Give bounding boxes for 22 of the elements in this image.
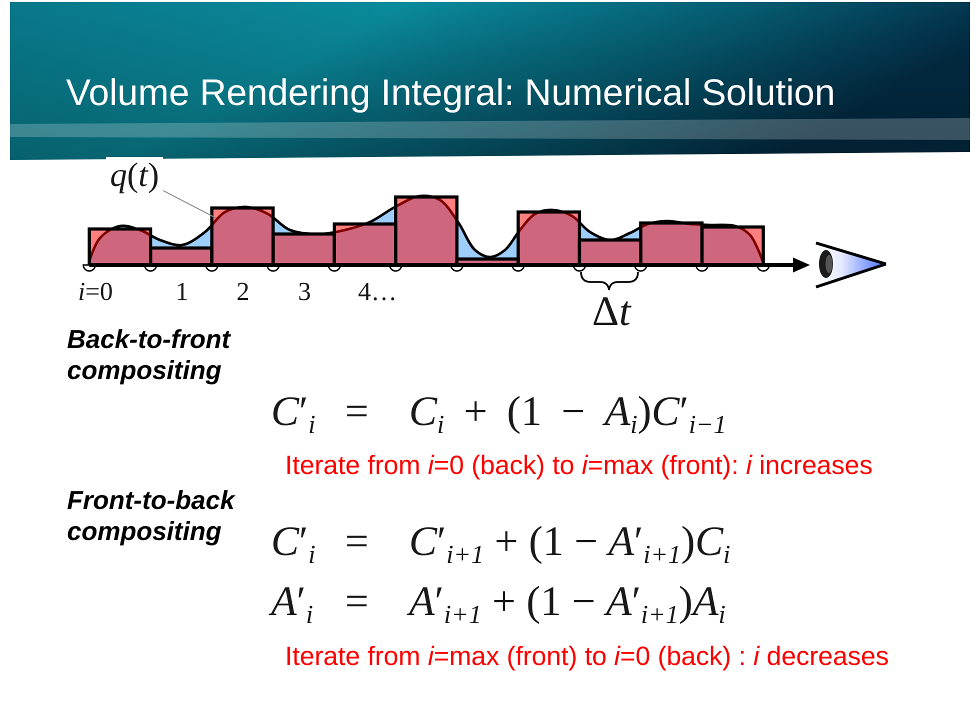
equals-sign: = [345, 519, 369, 566]
sample-index-label: 3 [298, 278, 311, 306]
equation-rhs: A′$_{i+1}$ + (1 − A′$_{i+1}$)A$_{i}$ [409, 579, 726, 626]
equals-sign: = [345, 579, 369, 626]
note-text: Iterate from i=max (front) to i=0 (back) : i decreases [285, 641, 889, 671]
sample-index-label: i=0 [78, 278, 113, 306]
sample-index-label: 1 [176, 278, 188, 306]
sample-index-label: 2 [236, 278, 250, 306]
leader-line [162, 190, 216, 218]
slide-title: Volume Rendering Integral: Numerical Solution [66, 71, 836, 115]
section-heading: Front-to-back compositing [67, 485, 236, 547]
sample-index-label: 4… [358, 278, 397, 306]
equation-rhs: C$_{i}$ + (1 − A$_{i}$)C′$_{i−1}$ [409, 389, 727, 436]
section-heading: Back-to-front compositing [67, 324, 232, 386]
note-text: Iterate from i=0 (back) to i=max (front): i increases [285, 450, 873, 480]
equation-rhs: C′$_{i+1}$ + (1 − A′$_{i+1}$)C$_{i}$ [409, 519, 730, 566]
equation-lhs: C′$_{i}$ [271, 519, 316, 566]
interval-label: Δt [592, 288, 631, 335]
curve-label: q(t) [106, 157, 164, 194]
equation-lhs: C′$_{i}$ [271, 389, 316, 436]
equation-lhs: A′$_{i}$ [271, 579, 314, 626]
equals-sign: = [345, 389, 369, 436]
